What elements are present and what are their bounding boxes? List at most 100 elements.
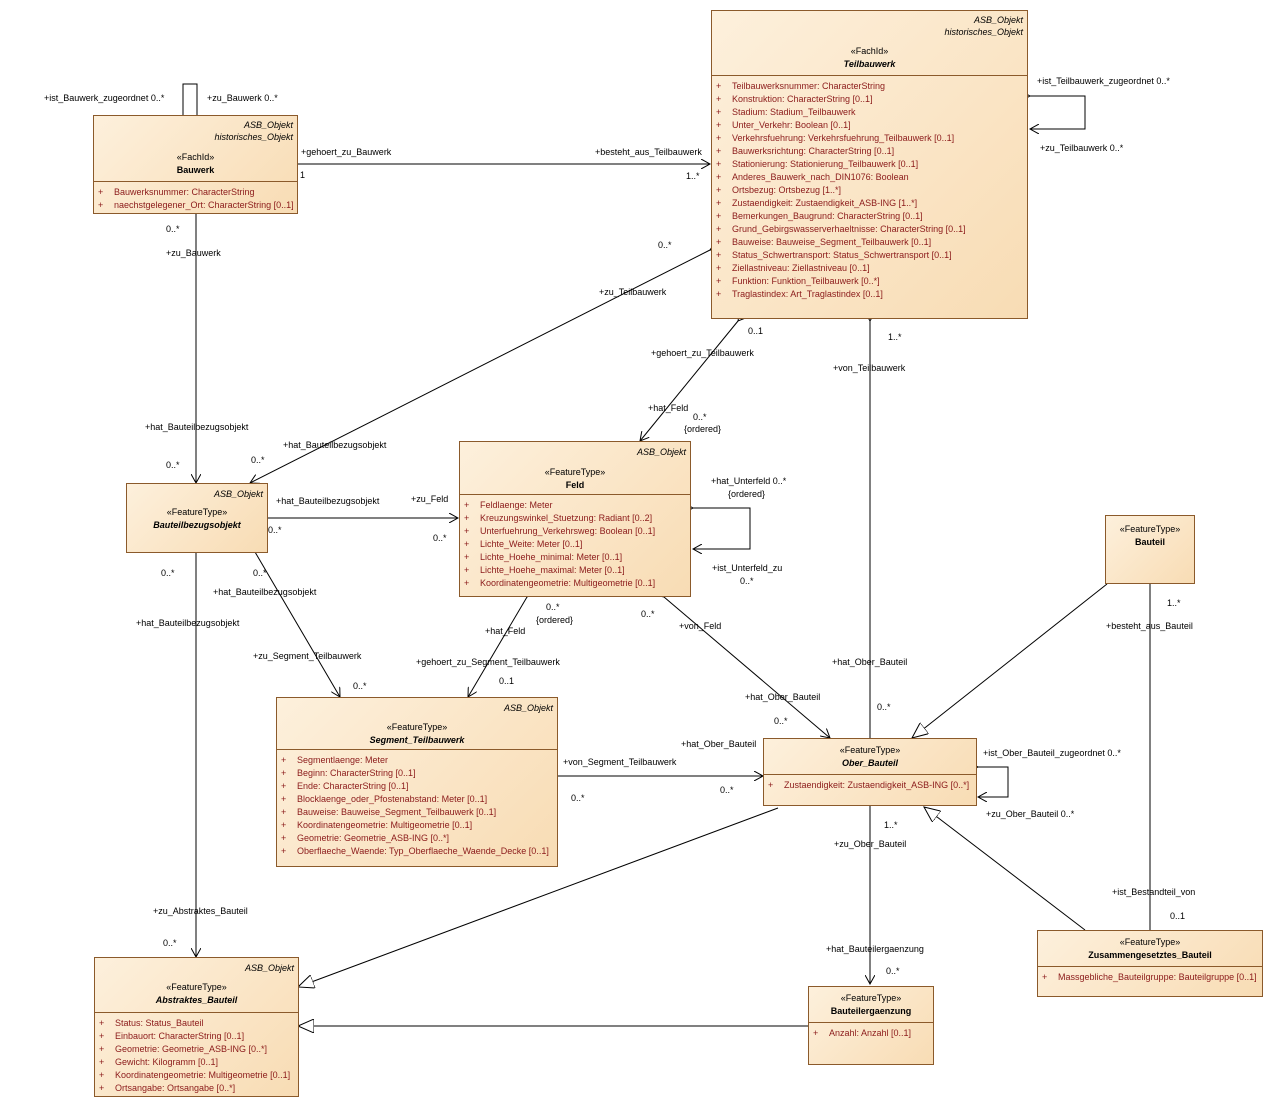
class-feld[interactable]: ASB_Objekt «FeatureType» Feld +Feldlaeng… (459, 441, 691, 597)
class-ober-bauteil-attributes: +Zustaendigkeit: Zustaendigkeit_ASB-ING … (764, 775, 976, 792)
class-bauteilergaenzung-attributes: +Anzahl: Anzahl [0..1] (809, 1023, 933, 1040)
attribute-row: +Grund_Gebirgswasserverhaeltnisse: Chara… (716, 224, 966, 234)
multiplicity-label: 0..* (546, 602, 560, 612)
attribute-row: +Status_Schwertransport: Status_Schwertr… (716, 250, 952, 260)
role-label: +besteht_aus_Teilbauwerk (595, 147, 702, 157)
attribute-row: +Konstruktion: CharacterString [0..1] (716, 94, 873, 104)
attribute-row: +Bauwerksnummer: CharacterString (98, 187, 255, 197)
attribute-text: Teilbauwerksnummer: CharacterString (732, 81, 886, 91)
class-bauteilbezugsobjekt-stereotype: «FeatureType» (166, 507, 228, 517)
class-bauteilergaenzung[interactable]: «FeatureType» Bauteilergaenzung +Anzahl:… (808, 986, 934, 1065)
multiplicity-label: 0..* (353, 681, 367, 691)
role-label: +von_Teilbauwerk (833, 363, 906, 373)
attribute-text: Grund_Gebirgswasserverhaeltnisse: Charac… (732, 224, 966, 234)
class-ober-bauteil-name: Ober_Bauteil (841, 758, 899, 768)
role-label: +ist_Unterfeld_zu (712, 563, 783, 573)
attribute-row: +Unterfuehrung_Verkehrsweg: Boolean [0..… (464, 526, 656, 536)
class-bauwerk[interactable]: ASB_Objekt historisches_Objekt «FachId» … (93, 115, 298, 214)
attribute-row: +Feldlaenge: Meter (464, 500, 553, 510)
multiplicity-label: 0..* (253, 568, 267, 578)
class-bauteil[interactable]: «FeatureType» Bauteil (1105, 515, 1195, 584)
self-assoc-oberbauteil (978, 767, 1009, 797)
class-ober-bauteil[interactable]: «FeatureType» Ober_Bauteil +Zustaendigke… (763, 738, 977, 806)
attribute-text: Geometrie: Geometrie_ASB-ING [0..*] (297, 833, 450, 843)
class-zusammengesetztes-bauteil[interactable]: «FeatureType» Zusammengesetztes_Bauteil … (1037, 930, 1263, 997)
attribute-text: Zustaendigkeit: Zustaendigkeit_ASB-ING [… (732, 198, 918, 208)
role-label: +ist_Bestandteil_von (1112, 887, 1196, 897)
attribute-text: Feldlaenge: Meter (480, 500, 553, 510)
attribute-text: Bauweise: Bauweise_Segment_Teilbauwerk [… (297, 807, 497, 817)
class-bauteilbezugsobjekt[interactable]: ASB_Objekt «FeatureType» Bauteilbezugsob… (126, 483, 268, 553)
attribute-row: +Lichte_Hoehe_maximal: Meter [0..1] (464, 565, 625, 575)
self-assoc-teilbauwerk (1030, 96, 1086, 129)
class-bauwerk-stereotype: «FachId» (176, 152, 215, 162)
attribute-row: +Anzahl: Anzahl [0..1] (813, 1028, 912, 1038)
attribute-text: Bauwerksrichtung: CharacterString [0..1] (732, 146, 895, 156)
attribute-text: Anderes_Bauwerk_nach_DIN1076: Boolean (732, 172, 909, 182)
multiplicity-label: 1..* (884, 820, 898, 830)
role-label: +zu_Segment_Teilbauwerk (253, 651, 362, 661)
role-label: +zu_Abstraktes_Bauteil (153, 906, 248, 916)
class-bauteilbezugsobjekt-name: Bauteilbezugsobjekt (153, 520, 241, 530)
multiplicity-label: 1 (300, 170, 306, 180)
class-bauteil-name: Bauteil (1134, 537, 1165, 547)
attribute-text: Konstruktion: CharacterString [0..1] (732, 94, 873, 104)
attribute-row: +Koordinatengeometrie: Multigeometrie [0… (281, 820, 473, 830)
attribute-row: +Unter_Verkehr: Boolean [0..1] (716, 120, 851, 130)
attribute-text: Ortsbezug: Ortsbezug [1..*] (732, 185, 842, 195)
role-label: +zu_Teilbauwerk 0..* (1040, 143, 1124, 153)
attribute-text: Status_Schwertransport: Status_Schwertra… (732, 250, 952, 260)
class-abstraktes-bauteil[interactable]: ASB_Objekt «FeatureType» Abstraktes_Baut… (94, 957, 299, 1097)
attribute-text: Massgebliche_Bauteilgruppe: Bauteilgrupp… (1058, 972, 1257, 982)
role-label: +zu_Feld (411, 494, 449, 504)
class-bauwerk-parent-2: historisches_Objekt (214, 132, 293, 142)
attribute-text: Zustaendigkeit: Zustaendigkeit_ASB-ING [… (784, 780, 970, 790)
multiplicity-label: 0..* (720, 785, 734, 795)
class-abstraktes-attributes: +Status: Status_Bauteil +Einbauort: Char… (95, 1013, 298, 1095)
role-label: +zu_Ober_Bauteil 0..* (986, 809, 1075, 819)
attribute-text: Verkehrsfuehrung: Verkehrsfuehrung_Teilb… (732, 133, 955, 143)
attribute-row: +Ortsangabe: Ortsangabe [0..*] (99, 1083, 236, 1093)
constraint-label: {ordered} (684, 424, 722, 434)
attribute-text: Traglastindex: Art_Traglastindex [0..1] (732, 289, 883, 299)
role-label: +hat_Bauteilbezugsobjekt (283, 440, 387, 450)
role-label: +gehoert_zu_Teilbauwerk (651, 348, 754, 358)
class-teilbauwerk-attributes: +Teilbauwerksnummer: CharacterString +Ko… (712, 76, 1027, 301)
attribute-row: +Massgebliche_Bauteilgruppe: Bauteilgrup… (1042, 972, 1257, 982)
class-segment-teilbauwerk[interactable]: ASB_Objekt «FeatureType» Segment_Teilbau… (276, 697, 558, 867)
class-ober-bauteil-stereotype: «FeatureType» (839, 745, 901, 755)
gen-oberbauteil-abstraktes (298, 807, 779, 987)
class-zusammengesetztes-name: Zusammengesetztes_Bauteil (1088, 950, 1212, 960)
attribute-row: +Stadium: Stadium_Teilbauwerk (716, 107, 856, 117)
attribute-text: Unterfuehrung_Verkehrsweg: Boolean [0..1… (480, 526, 656, 536)
class-abstraktes-stereotype: «FeatureType» (166, 982, 227, 992)
role-label: +ist_Teilbauwerk_zugeordnet 0..* (1037, 76, 1170, 86)
attribute-row: +naechstgelegener_Ort: CharacterString [… (98, 200, 294, 210)
attribute-row: +Oberflaeche_Waende: Typ_Oberflaeche_Wae… (281, 846, 549, 856)
gen-zusammengesetztes-oberbauteil (924, 807, 1086, 931)
assoc-teilbauwerk-feld (640, 321, 738, 441)
class-teilbauwerk-parent-1: ASB_Objekt (973, 15, 1023, 25)
role-label: +gehoert_zu_Bauwerk (301, 147, 392, 157)
attribute-text: Geometrie: Geometrie_ASB-ING [0..*] (115, 1044, 268, 1054)
class-teilbauwerk-stereotype: «FachId» (850, 46, 889, 56)
class-teilbauwerk[interactable]: ASB_Objekt historisches_Objekt «FachId» … (711, 10, 1028, 319)
role-label: +zu_Bauwerk (166, 248, 221, 258)
attribute-row: +Zustaendigkeit: Zustaendigkeit_ASB-ING … (768, 780, 970, 790)
attribute-text: Koordinatengeometrie: Multigeometrie [0.… (297, 820, 473, 830)
class-zusammengesetztes-stereotype: «FeatureType» (1119, 937, 1181, 947)
multiplicity-label: 1..* (888, 332, 902, 342)
multiplicity-label: 0..1 (1170, 911, 1186, 921)
attribute-text: Segmentlaenge: Meter (297, 755, 389, 765)
attribute-text: Ende: CharacterString [0..1] (297, 781, 409, 791)
multiplicity-label: 0..* (268, 525, 282, 535)
multiplicity-label: 0..* (166, 460, 180, 470)
multiplicity-label: 1..* (686, 171, 700, 181)
class-segment-name: Segment_Teilbauwerk (369, 735, 465, 745)
class-feld-stereotype: «FeatureType» (544, 467, 606, 477)
attribute-row: +Ende: CharacterString [0..1] (281, 781, 409, 791)
attribute-row: +Kreuzungswinkel_Stuetzung: Radiant [0..… (464, 513, 653, 523)
role-label: +hat_Feld (485, 626, 526, 636)
role-label: +zu_Bauwerk 0..* (207, 93, 278, 103)
role-label: +besteht_aus_Bauteil (1106, 621, 1193, 631)
